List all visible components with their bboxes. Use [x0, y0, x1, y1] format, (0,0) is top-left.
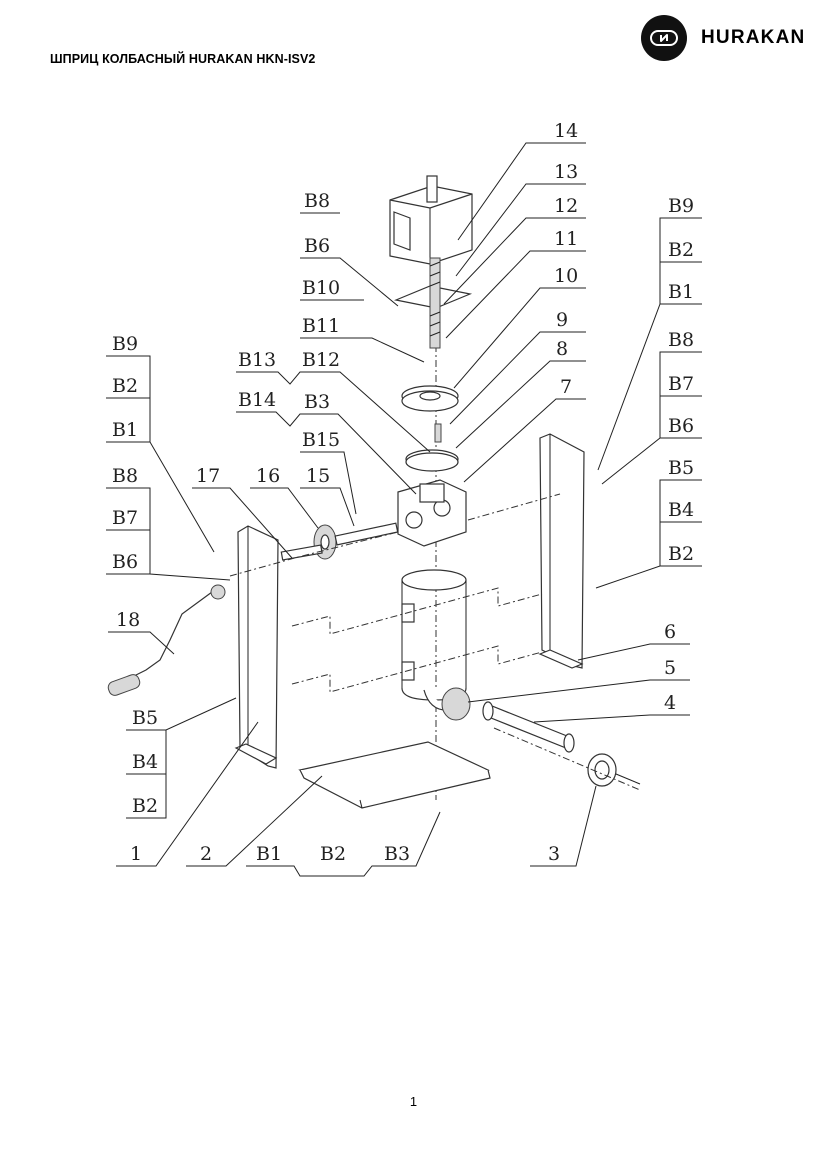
label-b9-right: B9 [668, 195, 694, 217]
label-b7-left: B7 [112, 507, 138, 529]
base-plate-part [298, 741, 491, 809]
label-b8-right: B8 [668, 329, 694, 351]
screw-rod-part [393, 257, 473, 349]
label-13: 13 [554, 161, 578, 183]
lock-nut-part [587, 753, 641, 787]
label-b12: B12 [302, 349, 340, 371]
label-b8-top: B8 [304, 190, 330, 212]
assembly-line-1 [291, 587, 543, 635]
label-18: 18 [116, 609, 140, 631]
label-11: 11 [554, 228, 578, 250]
label-b9-left: B9 [112, 333, 138, 355]
label-b5-right: B5 [668, 457, 694, 479]
assembly-line-2 [291, 645, 543, 693]
label-b8-left: B8 [112, 465, 138, 487]
brand-name: HURAKAN [701, 27, 806, 48]
label-b3-top: B3 [304, 391, 330, 413]
label-15: 15 [306, 465, 330, 487]
label-9: 9 [556, 309, 568, 331]
label-b1-bottom: B1 [256, 843, 282, 865]
label-10: 10 [554, 265, 578, 287]
label-b6-top: B6 [304, 235, 330, 257]
logo-glyph [650, 30, 678, 46]
label-14: 14 [554, 120, 578, 142]
label-b2-right-bottom: B2 [668, 543, 694, 565]
label-12: 12 [554, 195, 578, 217]
crank-handle-part [107, 584, 226, 696]
label-8: 8 [556, 338, 568, 360]
part-labels: 14 13 12 11 10 9 8 7 B8 B6 B10 B11 B13 B… [112, 120, 694, 865]
label-b7-right: B7 [668, 373, 694, 395]
hurakan-logo-icon [641, 15, 687, 61]
label-b2-left-bottom: B2 [132, 795, 158, 817]
label-3: 3 [548, 843, 560, 865]
assembly-line-4 [467, 493, 561, 521]
assembly-line-3 [229, 531, 399, 577]
label-b1-right: B1 [668, 281, 694, 303]
label-b13: B13 [238, 349, 276, 371]
label-b10: B10 [302, 277, 340, 299]
gear-block-part [397, 479, 467, 547]
piston-disc-part [401, 385, 459, 412]
nozzle-tube-part [482, 701, 575, 753]
label-6: 6 [664, 621, 676, 643]
label-b6-left: B6 [112, 551, 138, 573]
assembly-line-5 [493, 727, 641, 791]
label-b3-bottom: B3 [384, 843, 410, 865]
right-frame-part [538, 433, 585, 669]
label-2: 2 [200, 843, 212, 865]
label-b15: B15 [302, 429, 340, 451]
label-b2-left: B2 [112, 375, 138, 397]
left-frame-part [234, 525, 279, 769]
label-7: 7 [560, 376, 572, 398]
document-title: ШПРИЦ КОЛБАСНЫЙ HURAKAN HKN-ISV2 [50, 52, 316, 66]
label-b4-right: B4 [668, 499, 694, 521]
label-b1-left: B1 [112, 419, 138, 441]
label-1: 1 [130, 843, 142, 865]
leader-lines [106, 142, 702, 877]
label-b2-right: B2 [668, 239, 694, 261]
label-b4-left: B4 [132, 751, 158, 773]
seal-ring-inner [405, 452, 459, 472]
label-b5-left: B5 [132, 707, 158, 729]
brand-header: HURAKAN [641, 15, 805, 61]
label-17: 17 [196, 465, 220, 487]
label-b2-bottom: B2 [320, 843, 346, 865]
label-16: 16 [256, 465, 280, 487]
label-b14: B14 [238, 389, 276, 411]
label-4: 4 [664, 692, 676, 714]
drive-gear-part [280, 522, 399, 561]
valve-pin-part [434, 423, 442, 443]
page-number: 1 [409, 1094, 418, 1109]
label-b6-right: B6 [668, 415, 694, 437]
label-b11: B11 [302, 315, 340, 337]
label-5: 5 [664, 657, 676, 679]
top-housing-part [389, 175, 473, 265]
